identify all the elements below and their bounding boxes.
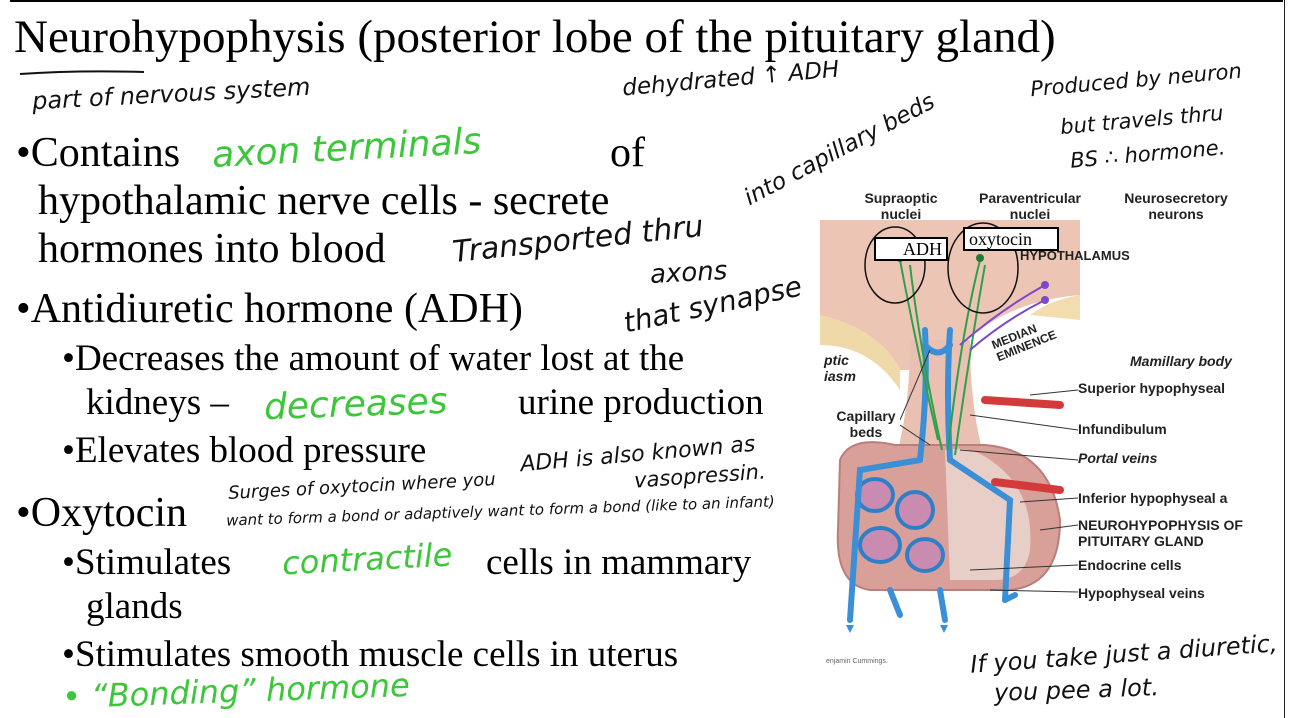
top-rule xyxy=(10,0,1283,2)
note-you-pee-a-lot: you pee a lot. xyxy=(993,673,1160,707)
label-hypothalamus: HYPOTHALAMUS xyxy=(1020,248,1130,263)
label-neurosecretory-neurons: Neurosecretory neurons xyxy=(1124,190,1228,222)
bullet-contains-line3: hormones into blood xyxy=(38,226,386,272)
bullet-contains-of: of xyxy=(610,130,645,176)
slide-title: Neurohypophysis (posterior lobe of the p… xyxy=(14,11,1056,63)
title-underline-stroke xyxy=(19,70,145,75)
label-mamillary-body: Mamillary body xyxy=(1130,353,1232,369)
annotation-box-oxytocin: oxytocin xyxy=(963,227,1059,251)
annotation-box-adh: ADH xyxy=(874,237,948,261)
pituitary-diagram xyxy=(820,220,1080,633)
bullet-adh-sub1-line2-post: urine production xyxy=(518,382,764,423)
note-contractile: contractile xyxy=(281,535,454,583)
label-inferior-hypophyseal: Inferior hypophyseal a xyxy=(1078,490,1228,506)
label-paraventricular-nuclei: Paraventricular nuclei xyxy=(979,190,1081,222)
bullet-oxytocin: •Oxytocin xyxy=(16,490,188,536)
label-endocrine-cells: Endocrine cells xyxy=(1078,557,1182,573)
label-neurohypophysis: NEUROHYPOPHYSIS OF PITUITARY GLAND xyxy=(1078,517,1243,549)
note-decreases: decreases xyxy=(263,380,449,429)
bullet-adh-sub1-line2: kidneys – xyxy=(86,382,229,423)
note-but-travels: but travels thru xyxy=(1059,100,1225,140)
bullet-adh-sub2: •Elevates blood pressure xyxy=(62,430,427,471)
label-capillary-beds: Capillary beds xyxy=(836,408,896,440)
bullet-contains: •Contains xyxy=(16,130,181,176)
label-superior-hypophyseal: Superior hypophyseal xyxy=(1078,380,1226,396)
note-axon-terminals: axon terminals xyxy=(211,120,483,177)
label-hypophyseal-veins: Hypophyseal veins xyxy=(1078,585,1205,601)
label-infundibulum: Infundibulum xyxy=(1078,421,1167,437)
label-portal-veins: Portal veins xyxy=(1078,450,1158,466)
bullet-oxy-sub1-line2: glands xyxy=(86,586,183,627)
bullet-contains-line2: hypothalamic nerve cells - secrete xyxy=(38,178,610,224)
note-bs-hormone: BS ∴ hormone. xyxy=(1069,135,1227,173)
bullet-adh-sub1-line1: •Decreases the amount of water lost at t… xyxy=(62,338,685,379)
figure-credit: enjamin Cummings. xyxy=(826,658,888,665)
right-edge-line xyxy=(1284,0,1285,718)
note-part-of-nervous-system: part of nervous system xyxy=(31,72,311,116)
bullet-oxy-sub2: •Stimulates smooth muscle cells in uteru… xyxy=(62,634,679,675)
label-supraoptic-nuclei: Supraoptic nuclei xyxy=(864,190,938,222)
note-axons: axons xyxy=(649,255,728,291)
bullet-oxy-sub1: •Stimulates xyxy=(62,542,232,583)
note-surges-of-oxytocin: Surges of oxytocin where you xyxy=(227,469,497,504)
infundibulum-stalk xyxy=(895,340,985,460)
label-leader-lines xyxy=(900,349,1079,593)
label-optic-chiasm: ptic iasm xyxy=(824,352,856,384)
bullet-adh: •Antidiuretic hormone (ADH) xyxy=(16,286,523,332)
bullet-oxy-sub1-post: cells in mammary xyxy=(486,542,752,583)
